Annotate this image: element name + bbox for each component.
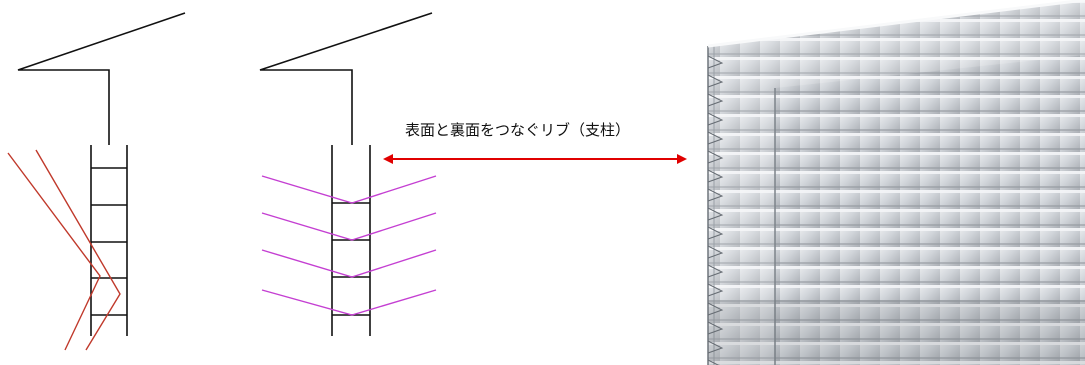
rib-profile-segment — [707, 55, 724, 69]
rib-profile-segment — [707, 340, 724, 354]
rib-profile-segment — [707, 150, 724, 164]
rib-edge-profile — [707, 55, 724, 365]
rib-profile-segment — [707, 321, 724, 335]
panel-ribs — [91, 167, 127, 316]
rib-profile-segment — [707, 359, 720, 365]
left-schematic — [7, 12, 186, 351]
rib-profile-segment — [707, 302, 724, 316]
rib-profile-segment — [707, 131, 724, 145]
roof-line — [17, 12, 186, 145]
rib-profile-segment — [707, 112, 724, 126]
rib-profile-segment — [707, 226, 724, 240]
rib-profile-segment — [707, 169, 724, 183]
rib-profile-segment — [707, 264, 724, 278]
rib-profile-segment — [707, 188, 724, 202]
light-rays-diffused — [261, 175, 437, 316]
rib-profile-segment — [707, 93, 724, 107]
rib-profile-segment — [707, 207, 724, 221]
polycarbonate-sheet-image — [707, 0, 1085, 365]
roof-line — [259, 12, 433, 145]
middle-schematic — [259, 12, 437, 336]
rib-profile-segment — [707, 283, 724, 297]
rib-profile-segment — [707, 245, 724, 259]
light-rays-reflected — [7, 149, 121, 351]
rib-annotation: 表面と裏面をつなぐリブ（支柱） — [383, 121, 687, 164]
panel-ribs — [332, 202, 370, 316]
rib-profile-segment — [707, 74, 724, 88]
rib-label: 表面と裏面をつなぐリブ（支柱） — [405, 121, 630, 139]
